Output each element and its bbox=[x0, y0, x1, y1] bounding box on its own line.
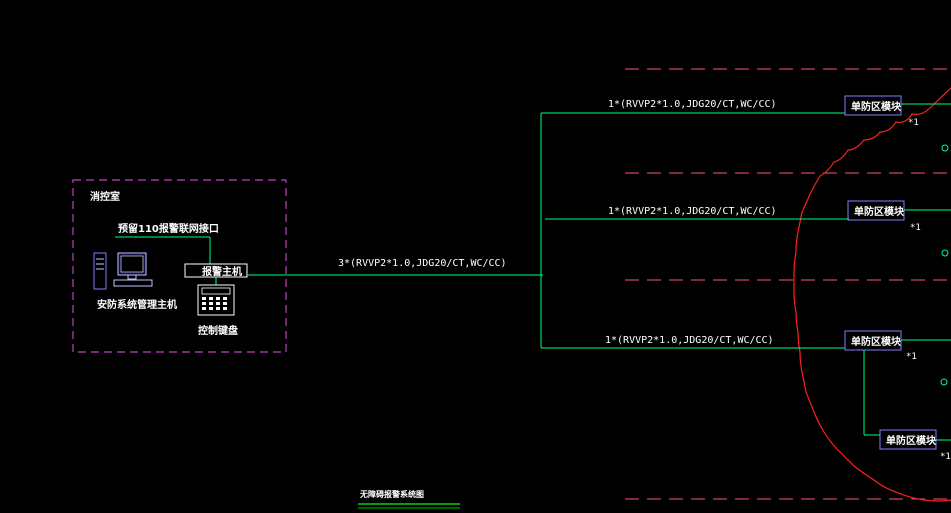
zone-module-1[interactable] bbox=[844, 95, 902, 116]
zone-module-label-4: 单防区模块 bbox=[886, 434, 937, 447]
floor-separators bbox=[625, 68, 951, 500]
branch-cable-2: 1*(RVVP2*1.0,JDG20/CT,WC/CC) bbox=[608, 206, 777, 217]
branch-cable-1: 1*(RVVP2*1.0,JDG20/CT,WC/CC) bbox=[608, 99, 777, 110]
zone-module-label-1: 单防区模块 bbox=[851, 100, 902, 113]
room-label: 消控室 bbox=[90, 190, 120, 203]
zone-count-4: *1 bbox=[940, 452, 951, 462]
keyboard-icon bbox=[197, 284, 235, 316]
room-box bbox=[72, 179, 287, 353]
reserve-port-label: 预留110报警联网接口 bbox=[118, 222, 219, 235]
caption: 无障碍报警系统图 bbox=[359, 489, 424, 499]
branch-cable-3: 1*(RVVP2*1.0,JDG20/CT,WC/CC) bbox=[605, 335, 774, 346]
alarm-host-label: 报警主机 bbox=[202, 265, 242, 278]
device-marker-icons bbox=[940, 144, 949, 386]
zone-module-label-3: 单防区模块 bbox=[851, 335, 902, 348]
revision-cloud bbox=[793, 87, 951, 502]
zone-count-3: *1 bbox=[906, 352, 917, 362]
zone-module-label-2: 单防区模块 bbox=[854, 205, 905, 218]
pc-label: 安防系统管理主机 bbox=[97, 298, 177, 311]
computer-icon bbox=[93, 252, 153, 290]
main-cable-label: 3*(RVVP2*1.0,JDG20/CT,WC/CC) bbox=[338, 258, 507, 269]
zone-count-2: *1 bbox=[910, 223, 921, 233]
zone-count-1: *1 bbox=[908, 118, 919, 128]
keyboard-label: 控制键盘 bbox=[198, 324, 238, 337]
